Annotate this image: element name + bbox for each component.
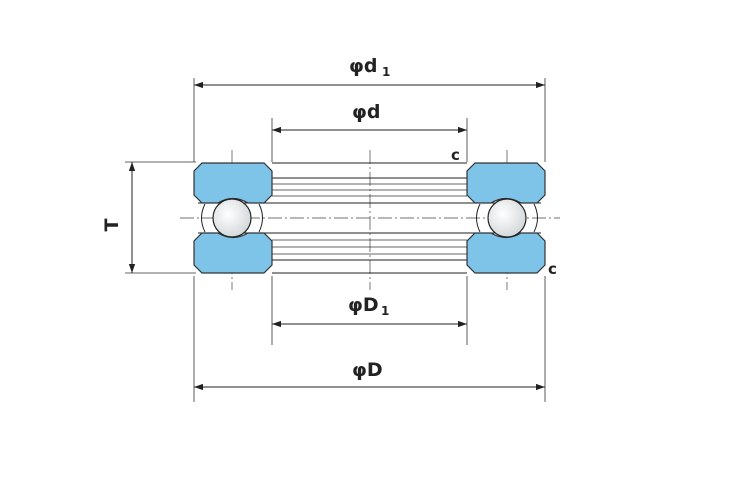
left-ball [212, 198, 252, 238]
right-ball-assembly [476, 198, 538, 238]
label-T: T [101, 218, 123, 231]
dimension-lines [128, 81, 545, 391]
label-d1: φd 1 [349, 55, 390, 79]
bottom-washer-band [272, 232, 467, 274]
ring-bottom-left [193, 232, 273, 274]
svg-text:φd: φd [349, 55, 377, 77]
label-D1: φD 1 [348, 294, 389, 318]
label-d: φd [352, 101, 380, 123]
ring-top-left [193, 162, 273, 204]
svg-text:1: 1 [382, 65, 390, 79]
label-chamfer-top: c [451, 146, 460, 164]
extension-lines [125, 78, 546, 402]
svg-text:φD: φD [348, 294, 379, 316]
label-chamfer-bottom: c [548, 260, 557, 278]
right-ball [487, 198, 527, 238]
ring-top-right [466, 162, 546, 204]
top-washer-band [272, 162, 467, 204]
bearing-rings [193, 162, 546, 274]
ring-bottom-right [466, 232, 546, 274]
svg-text:1: 1 [381, 304, 389, 318]
label-D: φD [352, 359, 383, 381]
left-ball-assembly [201, 198, 263, 238]
